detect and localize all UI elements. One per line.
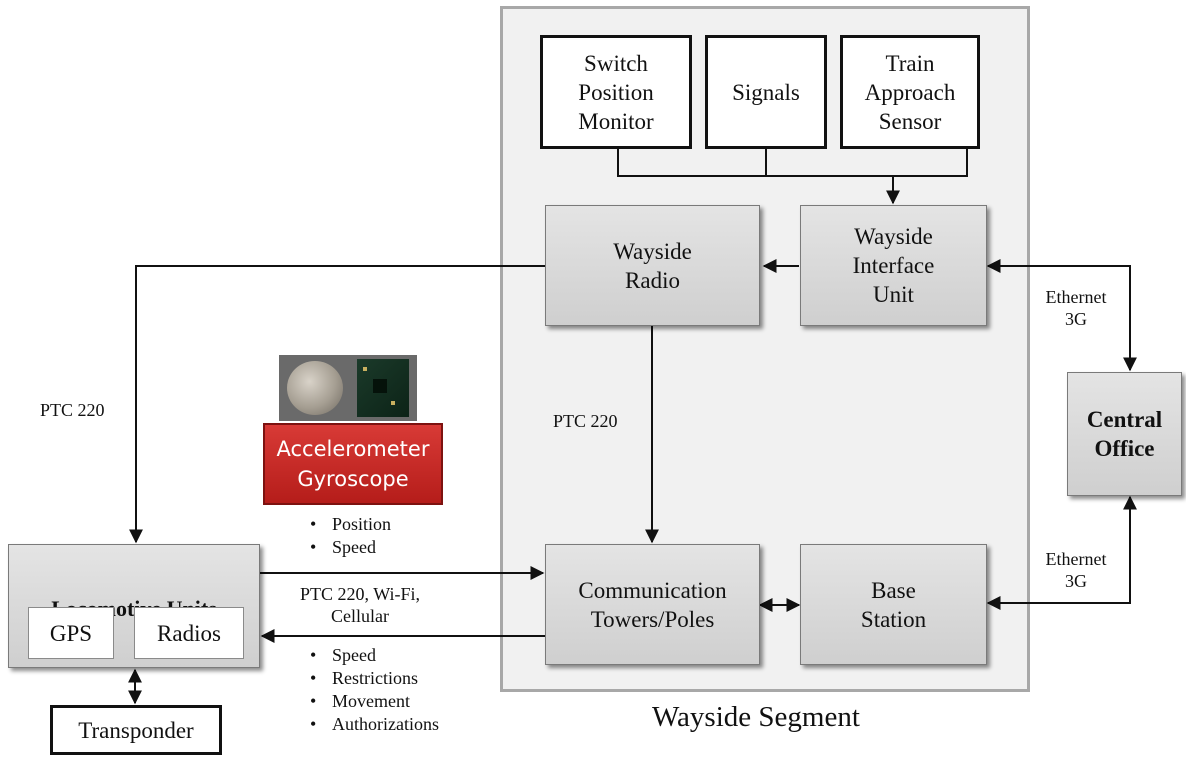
interface-central-link — [986, 259, 1137, 372]
locomotive-units-box: Locomotive Units GPS Radios — [8, 544, 260, 668]
gps-box: GPS — [28, 607, 114, 659]
base-station-box: Base Station — [800, 544, 987, 665]
tower-outputs-list: Speed Restrictions Movement Authorizatio… — [310, 644, 439, 736]
train-approach-sensor-box: Train Approach Sensor — [840, 35, 980, 149]
ethernet-3g-top-label: Ethernet 3G — [1045, 287, 1107, 329]
tower-output-item: Authorizations — [310, 713, 439, 736]
ptc-wifi-cellular-label: PTC 220, Wi-Fi, Cellular — [300, 584, 420, 626]
sensor-bus-line — [617, 148, 968, 177]
switch-position-monitor-box: Switch Position Monitor — [540, 35, 692, 149]
wayside-radio-box: Wayside Radio — [545, 205, 760, 326]
ethernet-3g-bottom-label: Ethernet 3G — [1045, 549, 1107, 591]
wayside-interface-unit-box: Wayside Interface Unit — [800, 205, 987, 326]
ptc-220-mid-label: PTC 220 — [553, 411, 618, 431]
communication-towers-box: Communication Towers/Poles — [545, 544, 760, 665]
ptc-220-left-label: PTC 220 — [40, 400, 105, 420]
coin-image — [287, 361, 343, 415]
sensor-outputs-list: Position Speed — [310, 513, 391, 559]
tower-output-item: Restrictions — [310, 667, 439, 690]
sensor-chip-image — [357, 359, 409, 417]
base-central-link — [986, 495, 1137, 610]
accelerometer-gyroscope-box: Accelerometer Gyroscope — [263, 423, 443, 505]
gyroscope-label: Gyroscope — [297, 467, 409, 491]
accelerometer-label: Accelerometer — [276, 437, 430, 461]
coin-and-chip-photo-icon — [279, 355, 417, 421]
radios-box: Radios — [134, 607, 244, 659]
sensor-output-item: Position — [310, 513, 391, 536]
central-office-box: Central Office — [1067, 372, 1182, 496]
transponder-box: Transponder — [50, 705, 222, 755]
tower-output-item: Movement — [310, 690, 439, 713]
sensor-output-item: Speed — [310, 536, 391, 559]
radio-to-locomotive-arrow — [129, 265, 545, 544]
signals-box: Signals — [705, 35, 827, 149]
tower-output-item: Speed — [310, 644, 439, 667]
wayside-segment-title: Wayside Segment — [652, 701, 860, 733]
